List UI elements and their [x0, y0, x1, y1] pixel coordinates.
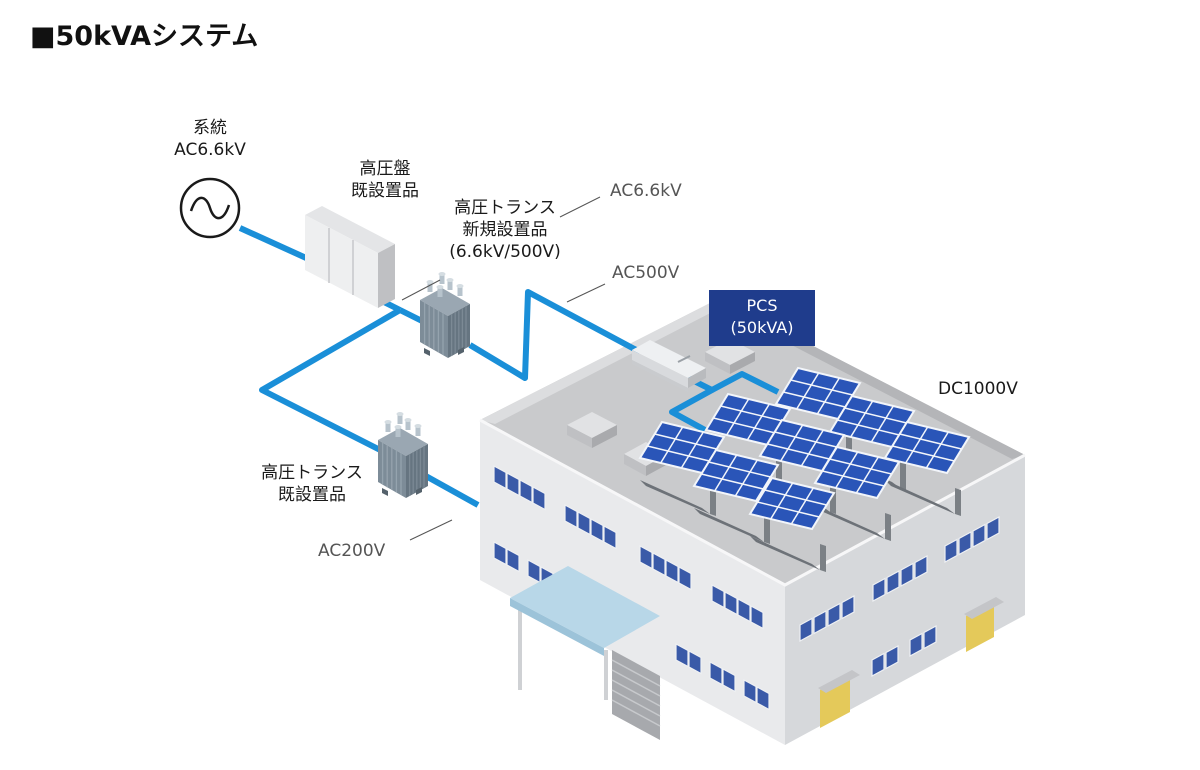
solar-panel: [748, 476, 836, 572]
solar-array: [638, 366, 971, 572]
window: [506, 547, 520, 573]
window: [493, 540, 507, 566]
roof-parapet-left: [480, 298, 720, 424]
roof-vent: [567, 412, 617, 448]
window: [756, 685, 770, 711]
ac500-voltage-label: AC500V: [612, 263, 680, 283]
leader-line-ac200: [409, 519, 453, 541]
shutter-door: [612, 650, 660, 740]
window: [688, 649, 702, 675]
window: [737, 597, 751, 623]
grid-ac-source: [179, 177, 241, 239]
leader-line-hv-panel: [401, 279, 441, 301]
window: [675, 642, 689, 668]
window: [532, 485, 546, 511]
window: [986, 516, 1000, 541]
window: [885, 645, 899, 670]
cable-grid-to-panel: [238, 225, 317, 265]
grid-label: 系統 AC6.6kV: [174, 118, 246, 160]
existing-hv-transformer: [378, 412, 428, 498]
solar-panel: [813, 445, 901, 541]
window: [722, 667, 736, 693]
window: [923, 625, 937, 650]
leader-lines: [401, 196, 606, 541]
window: [841, 595, 855, 620]
hv-panel-label: 高圧盤 既設置品: [351, 159, 419, 201]
leader-line-ac500: [566, 283, 606, 303]
new-hv-transformer: [420, 272, 470, 358]
cable-network: [238, 225, 780, 508]
existing-transformer-label: 高圧トランス 既設置品: [261, 463, 363, 505]
sine-wave-icon: [189, 196, 231, 220]
window: [564, 503, 578, 529]
entrance-door: [964, 597, 1004, 652]
window: [665, 558, 679, 584]
window: [750, 604, 764, 630]
pcs-unit: [632, 340, 706, 392]
ac200-voltage-label: AC200V: [318, 541, 386, 561]
left-facade-windows: [493, 464, 770, 711]
window: [944, 538, 958, 564]
window: [724, 590, 738, 616]
window: [871, 652, 885, 678]
cable-pcs-to-panels: [669, 375, 715, 433]
window: [827, 602, 841, 628]
window: [709, 660, 723, 686]
entrance-door: [818, 670, 860, 728]
window: [914, 555, 928, 580]
window: [603, 524, 617, 550]
window: [972, 523, 986, 549]
page-title: ■50kVAシステム: [30, 21, 259, 52]
window: [743, 678, 757, 704]
dc1000-voltage-label: DC1000V: [938, 379, 1018, 399]
solar-panel: [883, 420, 971, 516]
window: [872, 577, 886, 603]
window: [493, 464, 507, 490]
hv-switchgear: [305, 206, 395, 308]
window: [577, 510, 591, 536]
window: [639, 544, 653, 570]
window: [678, 565, 692, 591]
building-right-wall: [785, 455, 1025, 745]
window: [900, 562, 914, 588]
cable-pcs-to-panel-row1: [710, 371, 780, 395]
window: [886, 570, 900, 595]
window: [813, 610, 827, 635]
window: [958, 531, 972, 556]
window: [506, 471, 520, 497]
solar-panel: [638, 420, 726, 516]
building-left-wall: [480, 420, 785, 745]
new-transformer-label: 高圧トランス 新規設置品 (6.6kV/500V): [449, 198, 561, 262]
window: [519, 478, 533, 504]
window: [799, 617, 813, 643]
cable-to-existing-transformer: [259, 307, 402, 458]
ac66-voltage-label: AC6.6kV: [610, 181, 682, 201]
entrance-canopy: [510, 566, 660, 700]
window: [711, 583, 725, 609]
window: [590, 517, 604, 543]
cable-ac500v: [468, 289, 642, 381]
pcs-label-box: PCS (50kVA): [709, 290, 815, 346]
window: [652, 551, 666, 577]
solar-panel: [692, 448, 780, 544]
factory-building: [479, 298, 1026, 745]
window: [909, 632, 923, 658]
leader-line-ac66: [559, 196, 601, 218]
right-facade-windows: [799, 516, 1000, 678]
